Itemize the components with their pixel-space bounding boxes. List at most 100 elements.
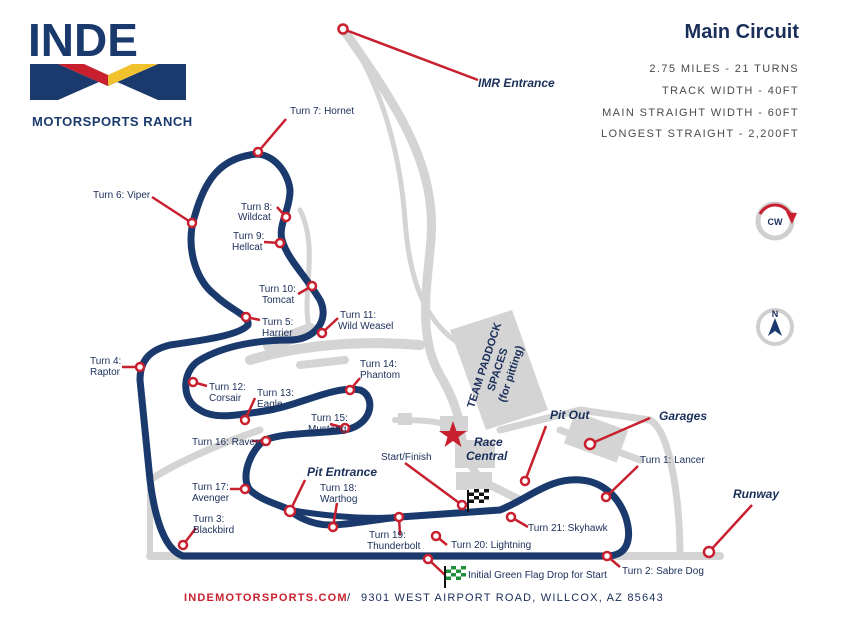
turn-13-label-2: Eagle	[257, 399, 283, 410]
turn-17-marker	[239, 483, 251, 495]
garages-building	[563, 411, 629, 463]
logo-text: INDE	[28, 14, 138, 66]
turn-21-marker	[505, 511, 517, 523]
turn-10-marker	[306, 280, 318, 292]
clockwise-icon: CW	[755, 201, 797, 241]
race-central-building	[455, 440, 495, 468]
turn-18-marker	[327, 521, 339, 533]
start-finish-marker	[456, 499, 468, 511]
inde-logo: INDE MOTORSPORTS RANCH	[28, 14, 193, 129]
stat-longest-straight: LONGEST STRAIGHT - 2,200FT	[601, 128, 799, 140]
turn-17-label-2: Avenger	[192, 493, 230, 504]
turn-9-marker	[274, 237, 286, 249]
turn-9-label-1: Turn 9:	[233, 231, 264, 242]
turn-10-label-2: Tomcat	[262, 295, 294, 306]
turn-21-label: Turn 21: Skyhawk	[528, 523, 609, 534]
north-label: N	[772, 309, 779, 319]
turn-2-marker	[601, 550, 613, 562]
turn-18-label-1: Turn 18:	[320, 483, 357, 494]
pit-lane	[289, 507, 401, 521]
turn-11-label-1: Turn 11:	[340, 310, 376, 321]
building-block	[398, 413, 412, 425]
logo-subtitle: MOTORSPORTS RANCH	[32, 114, 193, 129]
turn-5-label-1: Turn 5:	[262, 317, 293, 328]
turn-7-marker	[252, 146, 264, 158]
turn-11-label-2: Wild Weasel	[338, 321, 393, 332]
runway-label: Runway	[733, 487, 780, 501]
turn-10-label-1: Turn 10:	[259, 284, 296, 295]
turn-5-label-2: Harrier	[262, 328, 293, 339]
runway-marker	[702, 545, 716, 559]
turn-3-label-1: Turn 3:	[193, 514, 224, 525]
stat-length: 2.75 MILES - 21 TURNS	[649, 63, 799, 75]
checkered-flag-icon	[467, 489, 489, 512]
garages-label: Garages	[659, 409, 707, 423]
turn-6-label: Turn 6: Viper	[93, 190, 151, 201]
turn-13-marker	[239, 414, 251, 426]
footer: INDEMOTORSPORTS.COM / 9301 WEST AIRPORT …	[184, 592, 664, 604]
green-flag-label: Initial Green Flag Drop for Start	[468, 570, 607, 581]
turn-15-label-1: Turn 15:	[311, 413, 348, 424]
start-finish-label: Start/Finish	[381, 452, 432, 463]
turn-20-label: Turn 20: Lightning	[451, 540, 531, 551]
address: 9301 WEST AIRPORT ROAD, WILLCOX, AZ 8564…	[361, 592, 664, 604]
turn-4-label-2: Raptor	[90, 367, 121, 378]
turn-6-marker	[186, 217, 198, 229]
imr-entrance-road	[338, 24, 467, 445]
turn-1-label: Turn 1: Lancer	[640, 455, 705, 466]
building-block	[456, 472, 492, 490]
pit-entrance-label: Pit Entrance	[307, 465, 377, 479]
turn-markers	[134, 23, 716, 565]
website-link[interactable]: INDEMOTORSPORTS.COM	[184, 592, 348, 604]
main-track	[136, 150, 633, 560]
turn-1-marker	[600, 491, 612, 503]
turn-9-label-2: Hellcat	[232, 242, 263, 253]
turn-19-marker	[393, 511, 405, 523]
turn-16-marker	[260, 435, 272, 447]
pit-out-label: Pit Out	[550, 408, 590, 422]
turn-12-label-1: Turn 12:	[209, 382, 246, 393]
turn-11-marker	[316, 327, 328, 339]
logo-yellow-stripe	[108, 64, 158, 86]
imr-entrance-label: IMR Entrance	[478, 76, 555, 90]
turn-4-marker	[134, 361, 146, 373]
turn-2-label: Turn 2: Sabre Dog	[622, 566, 704, 577]
turn-4-label-1: Turn 4:	[90, 356, 121, 367]
turn-16-label: Turn 16: Raven	[192, 437, 261, 448]
green-flag-marker	[422, 553, 434, 565]
race-central-label-1: Race	[474, 435, 503, 449]
turn-14-label-1: Turn 14:	[360, 359, 397, 370]
green-flag-icon	[444, 566, 466, 588]
turn-5-marker	[240, 311, 252, 323]
stat-straight-width: MAIN STRAIGHT WIDTH - 60FT	[602, 107, 799, 119]
footer-separator: /	[347, 592, 351, 604]
turn-12-marker	[187, 376, 199, 388]
turn-3-marker	[177, 539, 189, 551]
turn-19-label-2: Thunderbolt	[367, 541, 421, 552]
pit-out-marker	[519, 475, 531, 487]
turn-20-marker	[430, 530, 442, 542]
garages-marker	[583, 437, 597, 451]
logo-red-stripe	[58, 64, 108, 86]
team-paddock-area: TEAM PADDOCK SPACES (for pitting)	[450, 310, 548, 430]
turn-12-label-2: Corsair	[209, 393, 242, 404]
turn-14-marker	[344, 384, 356, 396]
cw-label: CW	[768, 217, 783, 227]
turn-15-marker	[339, 422, 351, 434]
north-compass-icon: N	[756, 308, 794, 346]
imr-entrance-marker	[337, 23, 349, 35]
turn-7-label: Turn 7: Hornet	[290, 106, 354, 117]
race-central-star-icon	[439, 421, 467, 447]
pit-entrance-marker	[283, 504, 297, 518]
page-title: Main Circuit	[685, 21, 800, 43]
turn-8-label-2: Wildcat	[238, 212, 271, 223]
turn-13-label-1: Turn 13:	[257, 388, 294, 399]
turn-18-label-2: Warthog	[320, 494, 357, 505]
turn-8-marker	[280, 211, 292, 223]
turn-15-label-2: Mustang	[308, 424, 346, 435]
turn-14-label-2: Phantom	[360, 370, 400, 381]
stat-track-width: TRACK WIDTH - 40FT	[662, 85, 799, 97]
race-central-label-2: Central	[466, 449, 508, 463]
turn-3-label-2: Blackbird	[193, 525, 234, 536]
